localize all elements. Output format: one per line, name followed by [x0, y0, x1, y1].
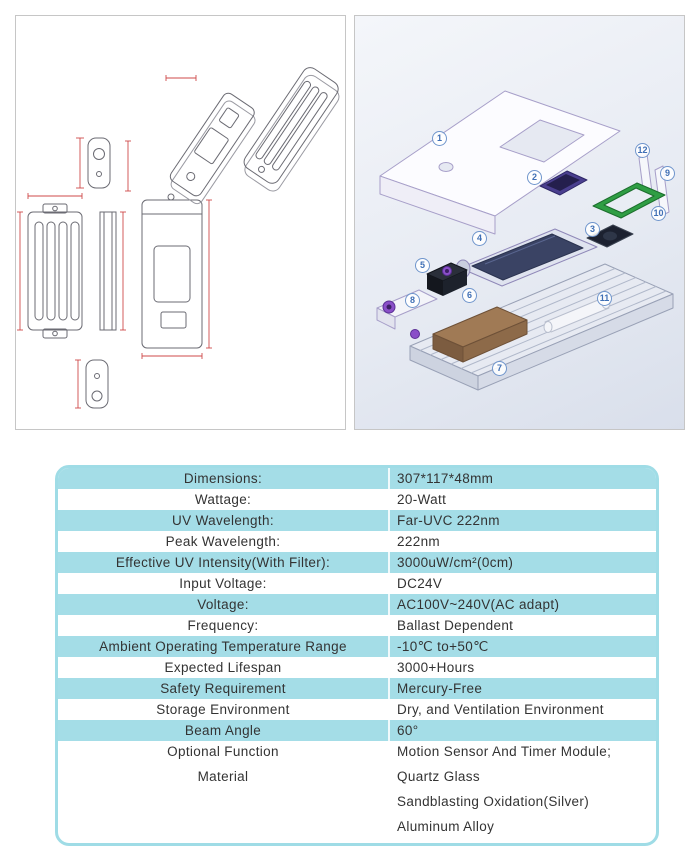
spec-value: 60° [397, 723, 419, 738]
spec-label: Voltage: [58, 594, 390, 615]
drawing-panels: 1 2 3 4 5 6 7 8 9 10 11 12 [15, 15, 685, 430]
spec-row-uv-wavelength: UV Wavelength: Far-UVC 222nm [58, 510, 656, 531]
spec-label: Peak Wavelength: [58, 531, 390, 552]
spec-label: Ambient Operating Temperature Range [58, 636, 390, 657]
spec-label: Input Voltage: [58, 573, 390, 594]
spec-value: Far-UVC 222nm [397, 513, 500, 528]
spec-value: Quartz Glass Sandblasting Oxidation(Silv… [390, 764, 656, 839]
spec-label: Optional Function [58, 741, 390, 762]
exploded-view-svg [376, 90, 674, 391]
spec-value: Ballast Dependent [397, 618, 514, 633]
spec-label: Frequency: [58, 615, 390, 636]
spec-label: Wattage: [58, 489, 390, 510]
back-view [141, 193, 203, 349]
part-callout-12: 12 [635, 143, 650, 158]
part-lamp-module [455, 228, 598, 287]
part-fan [586, 224, 634, 248]
spec-row-material: Material Quartz Glass Sandblasting Oxida… [58, 762, 656, 843]
spec-label: Effective UV Intensity(With Filter): [58, 552, 390, 573]
part-green-frame [592, 182, 666, 219]
spec-row-optional-function: Optional Function Motion Sensor And Time… [58, 741, 656, 762]
spec-value: 222nm [397, 534, 441, 549]
spec-row-input-voltage: Input Voltage: DC24V [58, 573, 656, 594]
part-top-cover [379, 90, 621, 235]
dimension-lines [17, 75, 212, 409]
part-callout-6: 6 [462, 288, 477, 303]
spec-row-voltage: Voltage: AC100V~240V(AC adapt) [58, 594, 656, 615]
part-callout-9: 9 [660, 166, 675, 181]
exploded-view-panel: 1 2 3 4 5 6 7 8 9 10 11 12 [354, 15, 685, 430]
spec-value: Mercury-Free [397, 681, 483, 696]
front-view [27, 203, 83, 339]
material-line: Sandblasting Oxidation(Silver) [397, 794, 590, 809]
part-callout-8: 8 [405, 293, 420, 308]
spec-row-lifespan: Expected Lifespan 3000+Hours [58, 657, 656, 678]
spec-row-safety: Safety Requirement Mercury-Free [58, 678, 656, 699]
spec-row-peak-wavelength: Peak Wavelength: 222nm [58, 531, 656, 552]
spec-label: Expected Lifespan [58, 657, 390, 678]
spec-table: Dimensions: 307*117*48mm Wattage: 20-Wat… [55, 465, 659, 846]
side-profile-view-bottom [85, 359, 109, 409]
spec-value: -10℃ to+50℃ [397, 639, 489, 654]
part-sensor-box [426, 262, 468, 296]
cad-views [27, 67, 340, 409]
narrow-side-view [99, 211, 117, 331]
material-line: Quartz Glass [397, 769, 480, 784]
part-callout-1: 1 [432, 131, 447, 146]
spec-row-wattage: Wattage: 20-Watt [58, 489, 656, 510]
part-callout-11: 11 [597, 291, 612, 306]
spec-value: DC24V [397, 576, 443, 591]
spec-label: Storage Environment [58, 699, 390, 720]
spec-value: 3000uW/cm²(0cm) [397, 555, 514, 570]
spec-value: Motion Sensor And Timer Module; [397, 744, 612, 759]
part-callout-4: 4 [472, 231, 487, 246]
part-callout-7: 7 [492, 361, 507, 376]
part-display-window [539, 170, 588, 196]
spec-row-uv-intensity: Effective UV Intensity(With Filter): 300… [58, 552, 656, 573]
part-callout-10: 10 [651, 206, 666, 221]
isometric-cover-view [243, 67, 340, 192]
exploded-parts [376, 90, 674, 391]
isometric-body-view [169, 92, 256, 205]
spec-value: Dry, and Ventilation Environment [397, 702, 604, 717]
spec-row-ambient-temperature: Ambient Operating Temperature Range -10℃… [58, 636, 656, 657]
spec-label: Beam Angle [58, 720, 390, 741]
side-profile-view-top [87, 137, 111, 189]
part-callout-3: 3 [585, 222, 600, 237]
spec-label: Dimensions: [58, 468, 390, 489]
spec-value: 307*117*48mm [397, 471, 494, 486]
spec-value: 20-Watt [397, 492, 447, 507]
material-line: Aluminum Alloy [397, 819, 495, 834]
spec-row-frequency: Frequency: Ballast Dependent [58, 615, 656, 636]
spec-row-dimensions: Dimensions: 307*117*48mm [58, 468, 656, 489]
spec-label: Material [58, 764, 390, 839]
spec-row-storage: Storage Environment Dry, and Ventilation… [58, 699, 656, 720]
spec-value: 3000+Hours [397, 660, 475, 675]
part-wood-block [432, 306, 528, 363]
spec-label: UV Wavelength: [58, 510, 390, 531]
spec-label: Safety Requirement [58, 678, 390, 699]
part-callout-5: 5 [415, 258, 430, 273]
cad-drawings-svg [17, 67, 340, 409]
spec-value: AC100V~240V(AC adapt) [397, 597, 560, 612]
cad-drawing-panel [15, 15, 346, 430]
part-callout-2: 2 [527, 170, 542, 185]
spec-row-beam-angle: Beam Angle 60° [58, 720, 656, 741]
